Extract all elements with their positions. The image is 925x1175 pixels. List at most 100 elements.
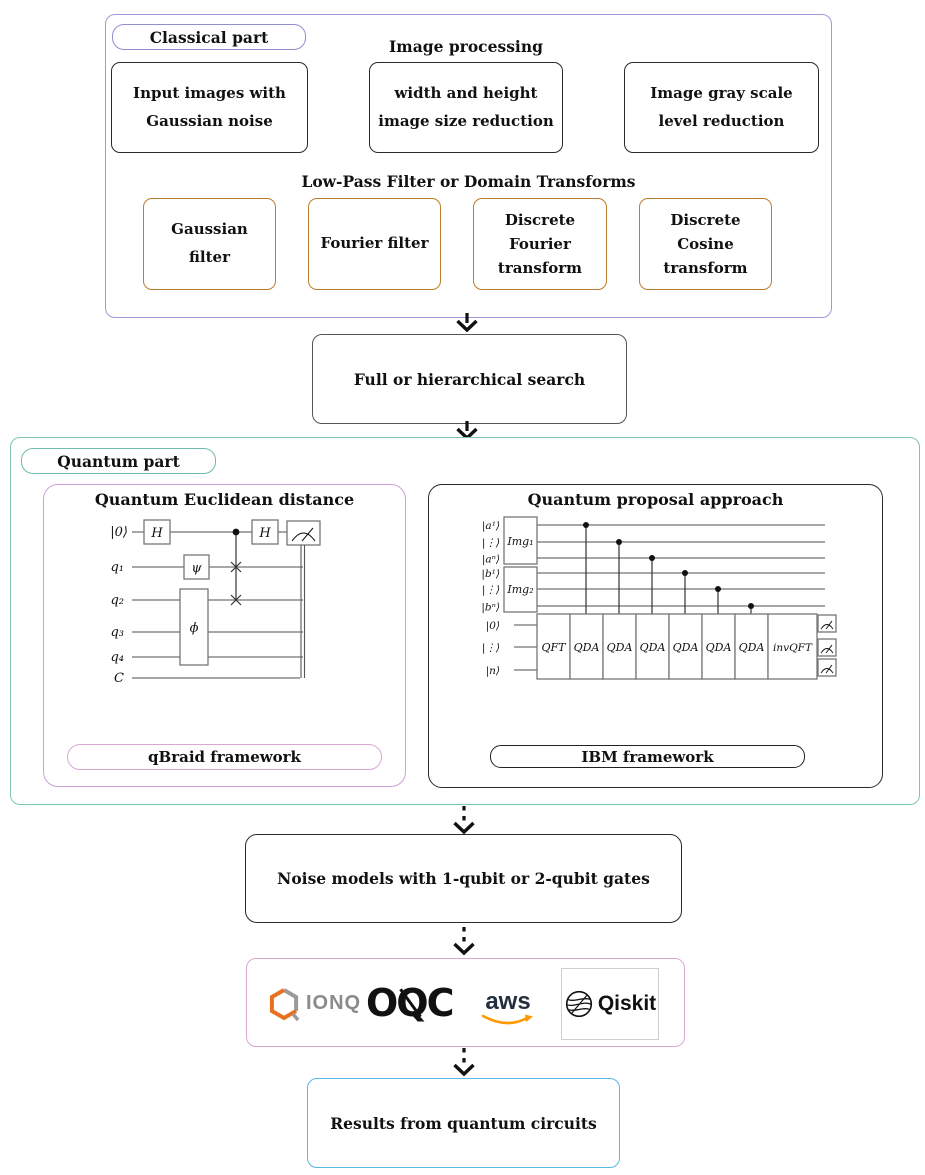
wire-label-q2: q₂: [110, 593, 124, 608]
svg-text:Img₁: Img₁: [506, 535, 533, 548]
measurement-icon: [286, 520, 321, 546]
wire-label-c: C: [114, 671, 124, 686]
img2-gate: Img₂: [503, 566, 538, 613]
h-gate-1: H: [143, 519, 171, 545]
ibm-framework-label: IBM framework: [581, 747, 714, 766]
arrow-providers-to-results: [453, 1048, 475, 1077]
euclidean-wires: [132, 531, 303, 679]
noise-models-label: Noise models with 1-qubit or 2-qubit gat…: [277, 869, 650, 888]
aws-logo-text: aws: [485, 988, 531, 1015]
quantum-part-label: Quantum part: [57, 451, 180, 471]
arrow-classical-to-search: [456, 313, 478, 333]
invqft-gate: invQFT: [767, 613, 818, 680]
control-dots: [583, 522, 754, 614]
img1-gate: Img₁: [503, 516, 538, 565]
svg-text:QDA: QDA: [739, 641, 765, 654]
providers-box: IONQ OQC aws Qiskit: [246, 958, 685, 1047]
quantum-part-label-box: Quantum part: [21, 448, 216, 474]
svg-text:ϕ: ϕ: [190, 621, 199, 636]
classical-part-label-box: Classical part: [112, 24, 306, 50]
euclidean-circuit: |0⟩ q₁ q₂ q₃ q₄ C H: [110, 519, 321, 686]
euclidean-distance-panel: Quantum Euclidean distance |0⟩ q₁ q₂ q₃ …: [43, 484, 406, 787]
h-gate-2: H: [251, 519, 279, 545]
fourier-filter-label: Fourier filter: [320, 234, 429, 253]
image-processing-header: Image processing: [389, 37, 543, 56]
gray-scale-label: Image gray scale level reduction: [650, 83, 793, 130]
ionq-hexagon-icon: [269, 988, 300, 1022]
svg-text:QFT: QFT: [542, 641, 568, 654]
qda-gate-5: QDA: [701, 613, 736, 680]
qda-gate-1: QDA: [569, 613, 604, 680]
arrow-noise-to-providers: [453, 927, 475, 956]
classical-double-line: [300, 545, 306, 678]
svg-text:invQFT: invQFT: [773, 642, 813, 654]
svg-text:ψ: ψ: [191, 561, 202, 576]
qbraid-framework-box: qBraid framework: [67, 744, 382, 770]
ibm-framework-box: IBM framework: [490, 745, 805, 768]
qiskit-globe-icon: [565, 990, 592, 1018]
classical-part-label: Classical part: [149, 27, 269, 47]
oqc-logo: OQC: [366, 984, 803, 1022]
results-box-label: Results from quantum circuits: [330, 1113, 597, 1133]
wire-label-adots: |⋮⟩: [482, 537, 500, 550]
gray-scale-box: Image gray scale level reduction: [624, 62, 819, 153]
measurement-icon-3: [817, 658, 837, 677]
svg-text:QDA: QDA: [574, 641, 600, 654]
phi-gate: ϕ: [179, 588, 209, 666]
svg-text:H: H: [150, 526, 163, 541]
wire-label-ket0: |0⟩: [110, 525, 128, 540]
wire-label-q3: q₃: [110, 625, 124, 640]
qda-gate-2: QDA: [602, 613, 637, 680]
ionq-logo-text: IONQ: [306, 992, 362, 1014]
dft-box: Discrete Fourier transform: [473, 198, 607, 290]
dct-label: Discrete Cosine transform: [663, 211, 748, 277]
qft-gate: QFT: [536, 613, 571, 680]
qiskit-logo: Qiskit: [561, 968, 659, 1040]
wire-label-q1: q₁: [110, 560, 124, 575]
proposal-circuit: |a¹⟩ |⋮⟩ |aⁿ⟩ |b¹⟩ |⋮⟩ |bⁿ⟩ |0⟩ |⋮⟩ |n⟩ …: [481, 516, 837, 680]
noise-models-box: Noise models with 1-qubit or 2-qubit gat…: [245, 834, 682, 923]
wire-label-zero: |0⟩: [486, 620, 500, 633]
wire-label-an: |aⁿ⟩: [482, 554, 500, 567]
search-box-label: Full or hierarchical search: [353, 369, 586, 389]
input-images-box: Input images with Gaussian noise: [111, 62, 308, 153]
size-reduction-box: width and height image size reduction: [369, 62, 563, 153]
svg-text:Img₂: Img₂: [506, 583, 533, 596]
psi-gate: ψ: [183, 554, 210, 580]
qda-gate-4: QDA: [668, 613, 703, 680]
arrow-quantum-to-noise: [453, 806, 475, 835]
wire-label-b1: |b¹⟩: [481, 568, 500, 581]
svg-text:QDA: QDA: [640, 641, 666, 654]
proposal-approach-panel: Quantum proposal approach |a¹⟩ |⋮⟩: [428, 484, 883, 788]
gaussian-filter-box: Gaussian filter: [143, 198, 276, 290]
quantum-part-container: Quantum part Quantum Euclidean distance …: [10, 437, 920, 805]
qda-gate-3: QDA: [635, 613, 670, 680]
wire-label-q4: q₄: [110, 650, 124, 665]
svg-text:QDA: QDA: [607, 641, 633, 654]
size-reduction-label: width and height image size reduction: [378, 83, 554, 130]
wire-label-bn: |bⁿ⟩: [481, 602, 500, 615]
qbraid-framework-label: qBraid framework: [148, 748, 301, 766]
aws-smile-icon: [481, 1014, 533, 1024]
wire-label-n: |n⟩: [486, 665, 500, 678]
proposal-approach-title: Quantum proposal approach: [527, 490, 784, 509]
input-images-label: Input images with Gaussian noise: [133, 83, 286, 130]
qda-gate-6: QDA: [734, 613, 769, 680]
search-box: Full or hierarchical search: [312, 334, 627, 424]
ionq-logo: IONQ: [267, 985, 361, 1022]
results-box: Results from quantum circuits: [307, 1078, 620, 1168]
svg-text:QDA: QDA: [706, 641, 732, 654]
wire-label-a1: |a¹⟩: [482, 520, 500, 533]
measurement-icon-2: [817, 638, 837, 657]
wire-label-zdots: |⋮⟩: [482, 642, 500, 655]
wire-label-bdots: |⋮⟩: [482, 584, 500, 597]
proposal-wires: [514, 524, 825, 671]
svg-text:QDA: QDA: [673, 641, 699, 654]
classical-part-container: Classical part Image processing Input im…: [105, 14, 832, 318]
svg-text:H: H: [258, 526, 271, 541]
lowpass-header: Low-Pass Filter or Domain Transforms: [301, 172, 636, 191]
euclidean-distance-title: Quantum Euclidean distance: [94, 490, 355, 509]
aws-logo: aws: [481, 988, 535, 1028]
fourier-filter-box: Fourier filter: [308, 198, 441, 290]
